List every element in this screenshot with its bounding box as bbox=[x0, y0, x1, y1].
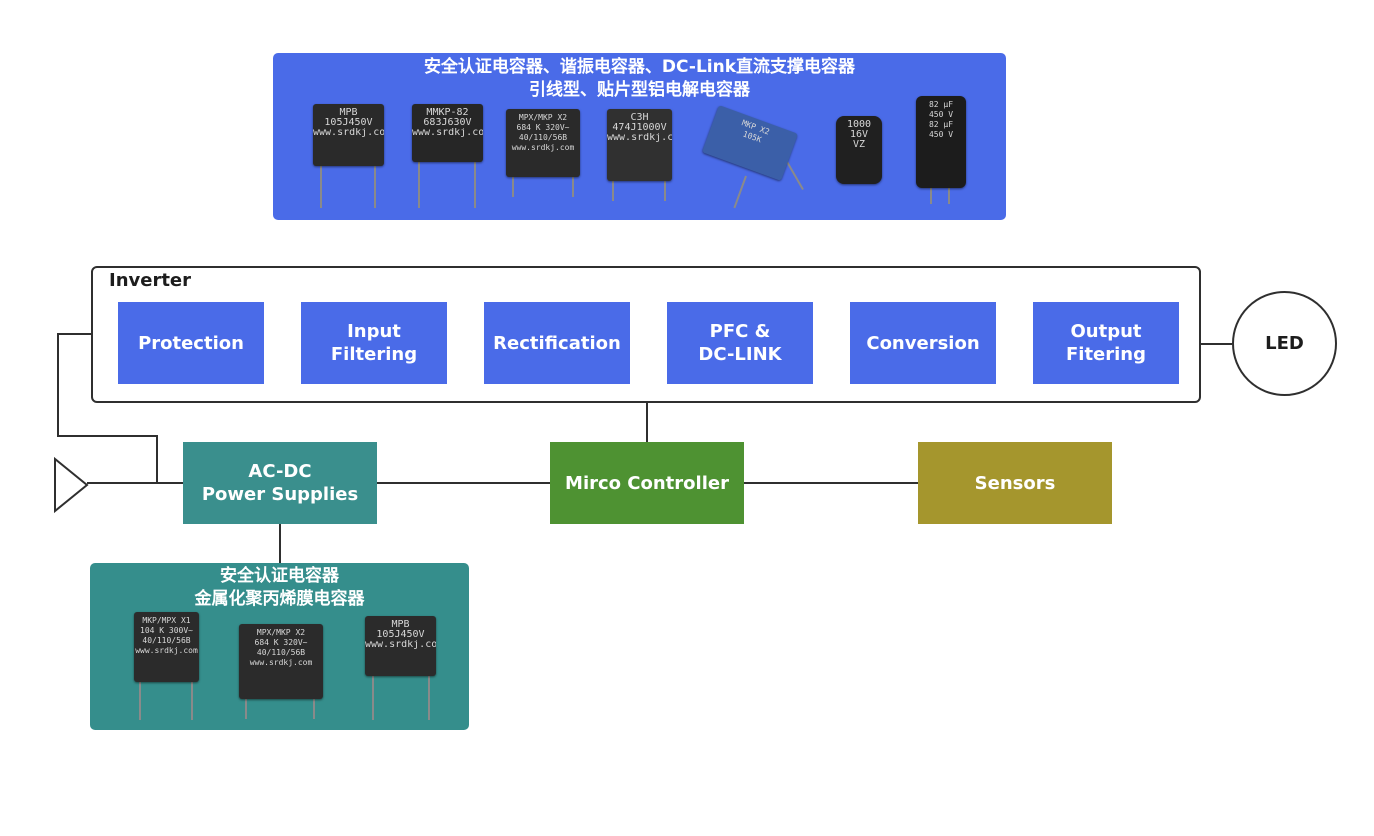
capacitor-marking: 40/110/56B bbox=[518, 133, 568, 142]
capacitor-lead bbox=[320, 166, 322, 208]
block-micro-controller[interactable]: Mirco Controller bbox=[550, 442, 744, 524]
block-label: Conversion bbox=[866, 332, 980, 354]
capacitor-marking: www.srdkj.com bbox=[365, 640, 436, 650]
wire-source-to-inverter bbox=[57, 333, 158, 483]
capacitor-marking: 1000 bbox=[846, 120, 872, 130]
capacitor-marking: MMKP-82 bbox=[426, 108, 469, 118]
capacitor-lead bbox=[313, 699, 315, 719]
inverter-container bbox=[91, 266, 1201, 403]
ac-source-icon bbox=[54, 456, 89, 514]
panel-bottom-title-line2: 金属化聚丙烯膜电容器 bbox=[194, 589, 365, 609]
capacitor-lead bbox=[374, 166, 376, 208]
panel-top-title-line2: 引线型、贴片型铝电解电容器 bbox=[529, 80, 750, 100]
capacitor-lead bbox=[930, 188, 932, 204]
capacitor-marking: 684 K 320V~ bbox=[516, 123, 570, 132]
capacitor-marking: www.srdkj.com bbox=[313, 128, 384, 138]
block-label-line2: Filtering bbox=[330, 344, 418, 365]
capacitor-marking: MPX/MKP X2 bbox=[256, 628, 306, 637]
capacitor-marking: 40/110/56B bbox=[256, 648, 306, 657]
capacitor-marking: 683J630V bbox=[423, 118, 472, 128]
block-label: Mirco Controller bbox=[565, 472, 729, 494]
block-label-line1: PFC & bbox=[709, 321, 771, 342]
block-conversion[interactable]: Conversion bbox=[850, 302, 996, 384]
block-label-line2: Fitering bbox=[1065, 344, 1147, 365]
capacitor-lead bbox=[572, 177, 574, 197]
capacitor-lead bbox=[191, 682, 193, 720]
capacitor-marking: www.srdkj.com bbox=[412, 128, 483, 138]
capacitor-marking: www.srdkj.com bbox=[135, 646, 198, 655]
block-label-line2: Power Supplies bbox=[201, 484, 359, 505]
panel-bottom-title-line1: 安全认证电容器 bbox=[220, 566, 339, 586]
capacitor-marking: MPB bbox=[391, 620, 410, 630]
capacitor-marking: 105J450V bbox=[324, 118, 373, 128]
capacitor-lead bbox=[245, 699, 247, 719]
capacitor-lead bbox=[139, 682, 141, 720]
capacitor-marking: 450 V bbox=[928, 110, 954, 119]
capacitor-marking: MPX/MKP X2 bbox=[518, 113, 568, 122]
capacitor-marking: 104 K 300V~ bbox=[140, 626, 193, 635]
capacitor-marking: www.srdkj.com bbox=[249, 658, 313, 667]
capacitor-marking: 40/110/56B bbox=[142, 636, 191, 645]
block-pfc-dc-link[interactable]: PFC &DC-LINK bbox=[667, 302, 813, 384]
capacitor-marking: C3H bbox=[630, 113, 649, 123]
capacitor-marking: 474J1000V bbox=[612, 123, 667, 133]
block-label: Protection bbox=[138, 332, 244, 354]
capacitor-marking: 684 K 320V~ bbox=[254, 638, 308, 647]
capacitor-marking: 16V bbox=[849, 130, 869, 140]
capacitor-lead bbox=[474, 162, 476, 208]
capacitor-lead bbox=[418, 162, 420, 208]
capacitor-marking: MKP/MPX X1 bbox=[142, 616, 191, 625]
capacitor-lead bbox=[372, 676, 374, 720]
block-protection[interactable]: Protection bbox=[118, 302, 264, 384]
capacitor-lead bbox=[948, 188, 950, 204]
block-label-line2: DC-LINK bbox=[698, 344, 782, 365]
capacitor-lead bbox=[664, 181, 666, 201]
block-label-line1: AC-DC bbox=[248, 461, 312, 482]
capacitor-marking: 105J450V bbox=[376, 630, 425, 640]
capacitor-lead bbox=[612, 181, 614, 201]
capacitor-marking: 450 V bbox=[928, 130, 954, 139]
capacitor-marking: MPB bbox=[339, 108, 358, 118]
capacitor-marking: www.srdkj.com bbox=[511, 143, 575, 152]
capacitor-marking: VZ bbox=[852, 140, 866, 150]
capacitor-marking: 82 µF bbox=[928, 120, 954, 129]
led-label: LED bbox=[1265, 333, 1304, 354]
block-label: Sensors bbox=[974, 472, 1056, 494]
capacitor-lead bbox=[428, 676, 430, 720]
panel-top-title-line1: 安全认证电容器、谐振电容器、DC-Link直流支撑电容器 bbox=[423, 57, 856, 77]
inverter-label: Inverter bbox=[109, 270, 192, 291]
led-node[interactable]: LED bbox=[1232, 291, 1337, 396]
block-label-line1: Output bbox=[1070, 321, 1142, 342]
block-label: Rectification bbox=[493, 332, 621, 354]
block-rectification[interactable]: Rectification bbox=[484, 302, 630, 384]
capacitor-lead bbox=[512, 177, 514, 197]
block-label-line1: Input bbox=[347, 321, 401, 342]
block-sensors[interactable]: Sensors bbox=[918, 442, 1112, 524]
capacitor-marking: 82 µF bbox=[928, 100, 954, 109]
capacitor-marking: www.srdkj.com bbox=[607, 133, 672, 143]
